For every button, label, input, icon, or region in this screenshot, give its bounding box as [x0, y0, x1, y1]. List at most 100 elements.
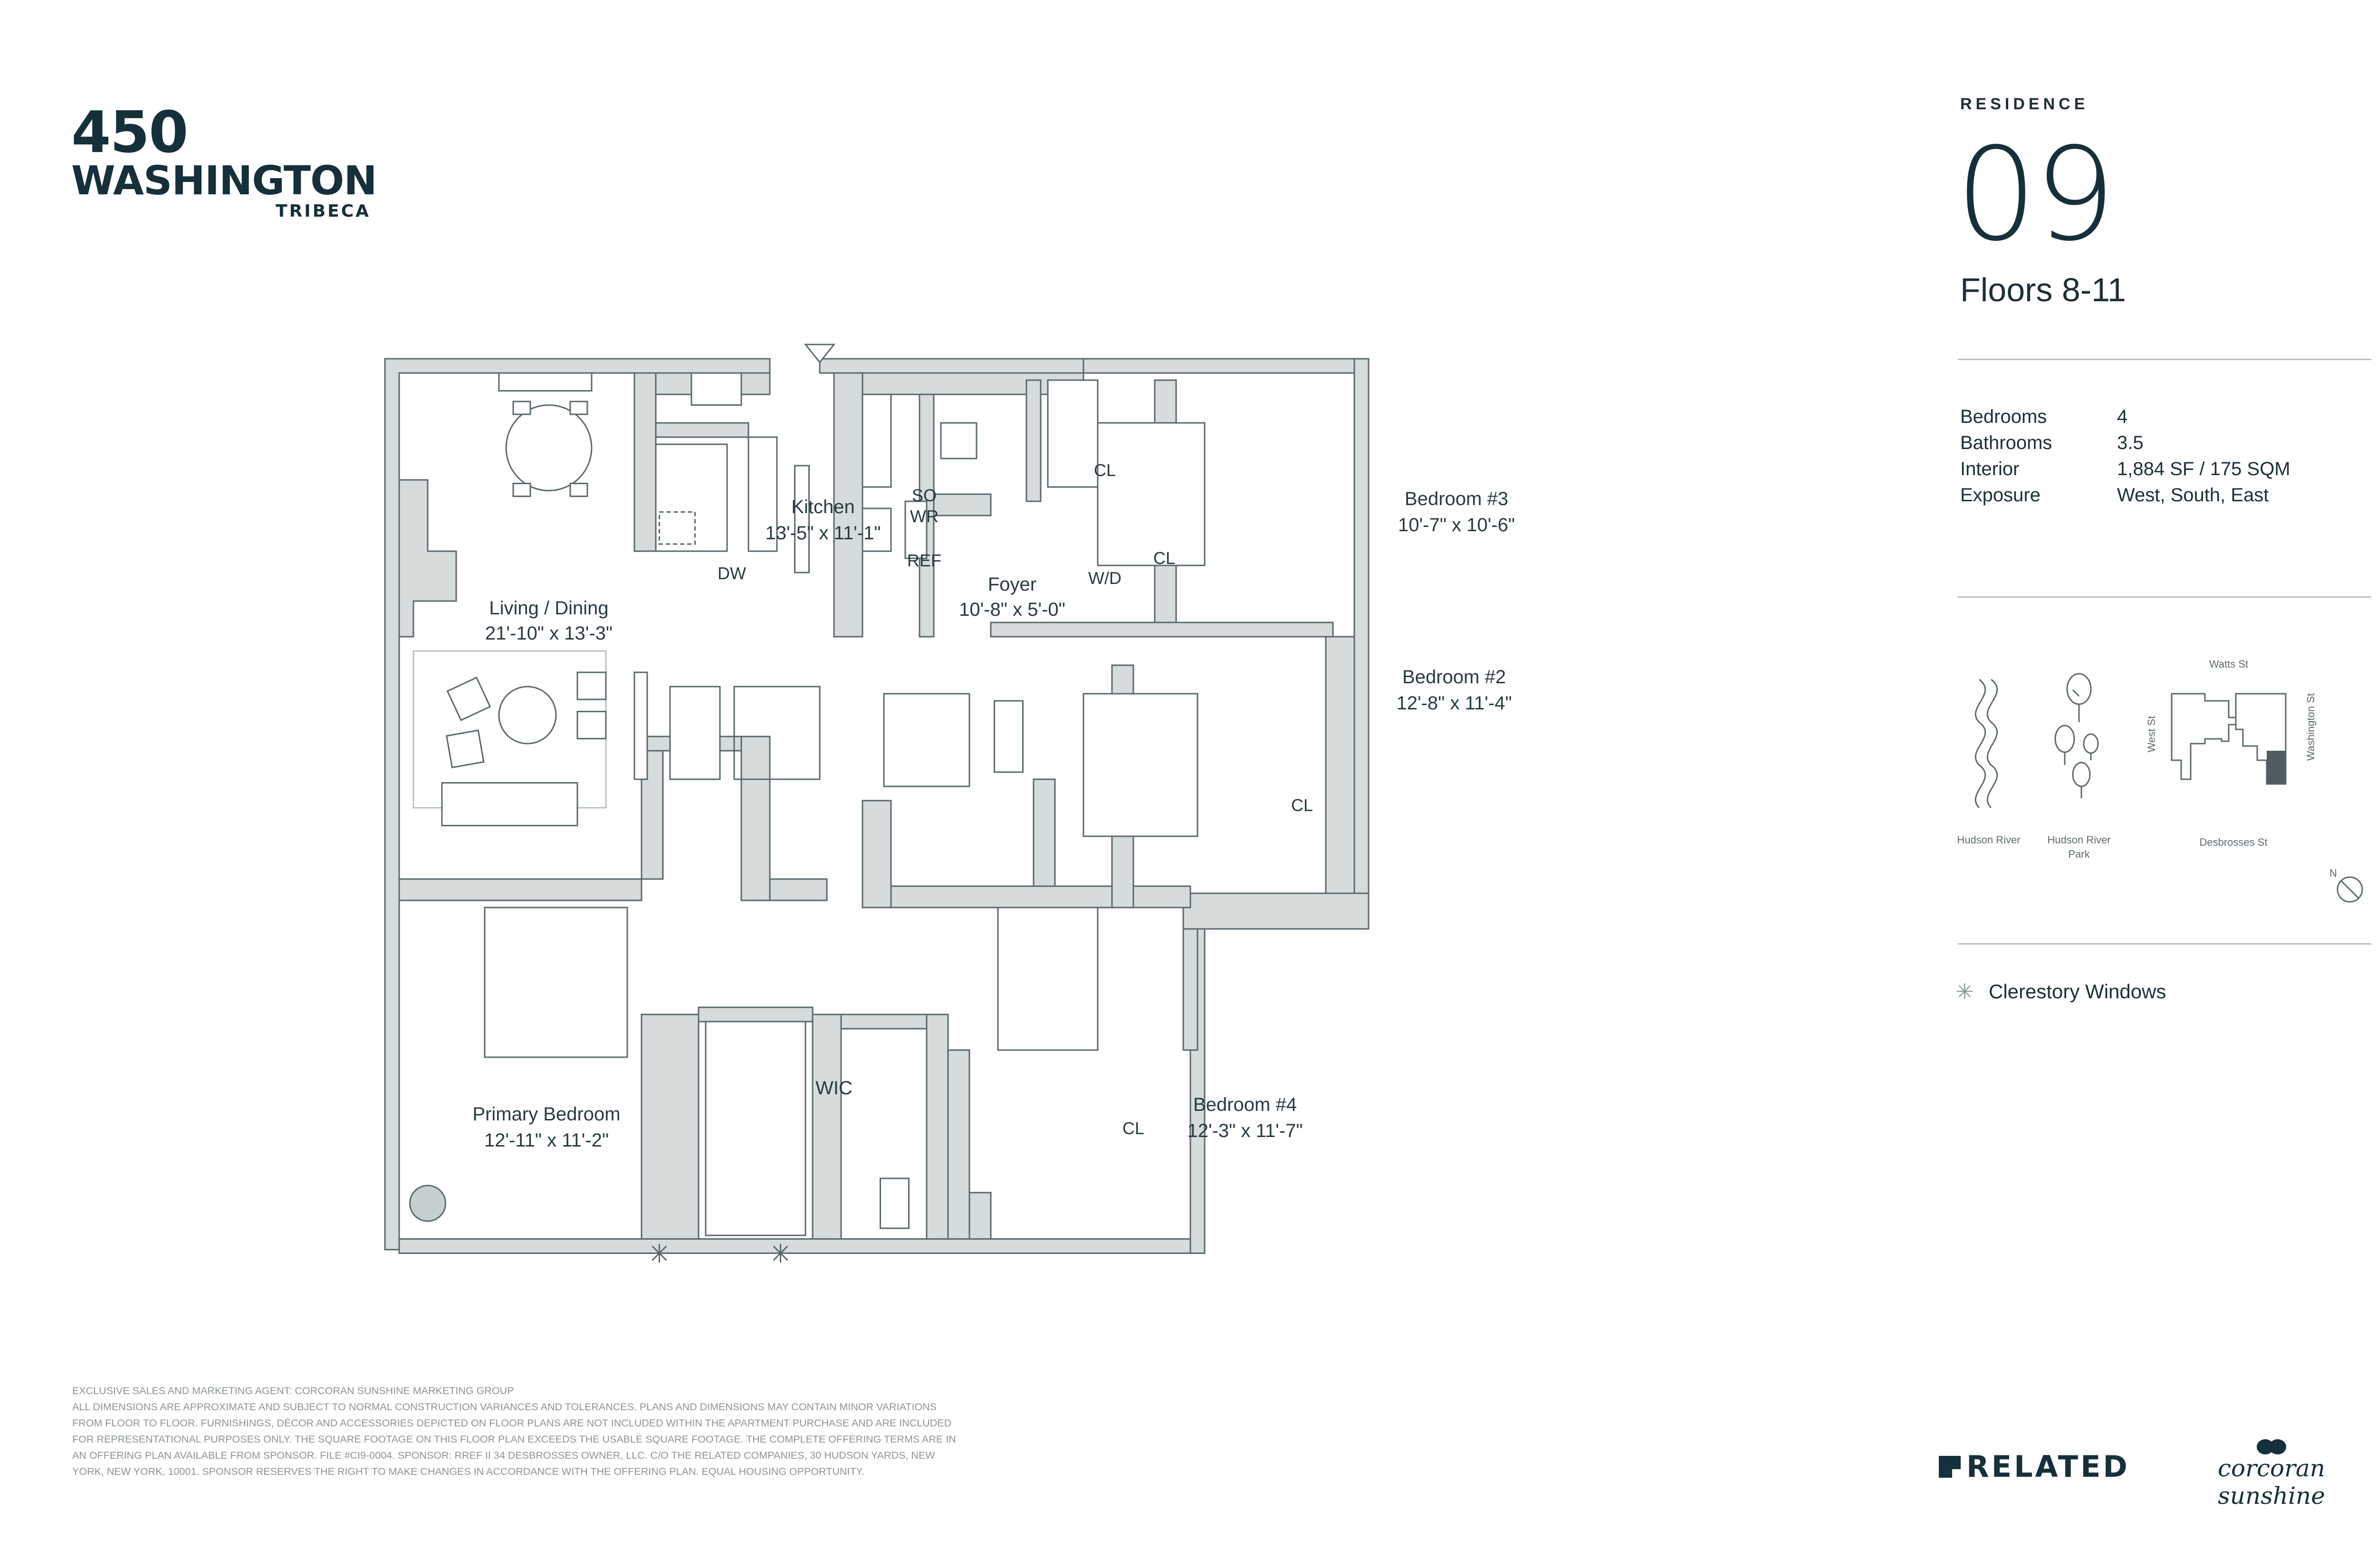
vanity-double — [669, 686, 721, 780]
interior-wall — [641, 1013, 699, 1240]
bathtub — [1047, 379, 1099, 488]
related-wordmark: RELATED — [1966, 1449, 2130, 1484]
spec-value: 3.5 — [2117, 432, 2144, 453]
coffee-table — [498, 686, 557, 745]
closet-label: CL — [1291, 795, 1313, 815]
map-label: West St — [2146, 716, 2157, 753]
room-dims: 10'-8" x 5'-0" — [959, 599, 1065, 620]
appliance-label: WR — [910, 507, 939, 526]
spec-key: Exposure — [1960, 485, 2041, 506]
disclaimer-line: York, New York, 10001. Sponsor reserves … — [72, 1466, 865, 1477]
clerestory-marker-icon — [773, 1244, 788, 1262]
room-dims: 12'-11" x 11'-2" — [484, 1130, 609, 1151]
legend-item: ✳ Clerestory Windows — [1955, 979, 2166, 1004]
exterior-wall — [1083, 358, 1370, 374]
appliance-label: W/D — [1088, 568, 1121, 588]
hudson-river-wave — [1986, 679, 1998, 809]
sofa — [441, 782, 578, 826]
spec-value: West, South, East — [2117, 485, 2269, 506]
interior-wall — [926, 1013, 949, 1240]
divider — [1958, 359, 2371, 360]
cooktop — [690, 372, 742, 406]
shower — [733, 686, 821, 780]
exterior-wall — [398, 1238, 1191, 1254]
tree-icon — [2066, 673, 2092, 722]
spec-key: Bathrooms — [1960, 432, 2052, 453]
interior-wall — [1325, 636, 1355, 894]
closet — [994, 700, 1024, 773]
map-label: Hudson River — [2047, 834, 2110, 846]
wic-room — [705, 1021, 806, 1236]
side-table — [576, 711, 607, 739]
bed — [1083, 693, 1198, 837]
room-name: Bedroom #4 — [1193, 1094, 1297, 1115]
room-dims: 13'-5" x 11'-1" — [765, 523, 881, 544]
hudson-river-wave — [1974, 679, 1986, 809]
building-highlight — [2267, 751, 2286, 784]
room-name: Kitchen — [791, 497, 855, 517]
interior-wall — [1033, 778, 1056, 887]
room-name: Bedroom #2 — [1402, 667, 1506, 688]
closet-label: CL — [1122, 1119, 1145, 1138]
tree-icon — [2054, 725, 2075, 765]
disclaimer-line: All dimensions are approximate and subje… — [72, 1401, 937, 1413]
window-bench — [498, 372, 593, 392]
residence-number: 09 — [1955, 120, 2116, 269]
vanity — [940, 422, 977, 459]
room-name: Living / Dining — [489, 598, 609, 619]
related-mark-icon — [1939, 1455, 1961, 1478]
interior-wall — [990, 621, 1334, 638]
room-name: Primary Bedroom — [472, 1104, 621, 1125]
dishwasher — [659, 511, 696, 545]
interior-wall — [833, 372, 863, 638]
interior-wall — [698, 1006, 814, 1023]
interior-wall — [1182, 928, 1198, 1051]
room-name: WIC — [815, 1078, 853, 1099]
compass-icon — [2337, 876, 2363, 903]
related-logo: RELATED — [1939, 1449, 2130, 1484]
disclaimer: Exclusive sales and marketing agent: Cor… — [72, 1383, 1046, 1480]
bed — [484, 907, 628, 1058]
chair — [569, 483, 588, 497]
spec-row: Bathrooms 3.5 — [1960, 430, 2369, 456]
interior-wall — [1025, 379, 1042, 502]
appliance-label: REF — [907, 551, 941, 570]
interior-wall — [947, 1049, 970, 1240]
console — [633, 671, 648, 780]
block-outline — [2171, 693, 2237, 780]
shower — [883, 693, 970, 787]
corcoran-mark-icon — [2257, 1439, 2286, 1454]
room-name: Foyer — [987, 574, 1037, 595]
interior-wall — [862, 800, 892, 908]
chair — [512, 483, 531, 497]
armchair — [446, 677, 491, 721]
interior-wall — [398, 878, 642, 901]
foyer-bench — [794, 465, 810, 574]
chair — [569, 401, 588, 415]
logo-name: WASHINGTON — [71, 157, 377, 204]
spec-key: Interior — [1960, 459, 2020, 479]
interior-wall — [968, 1192, 992, 1240]
map-label: Park — [2068, 848, 2090, 860]
kitchen-island — [655, 443, 728, 552]
side-table — [576, 671, 607, 700]
logo-neighborhood: TRIBECA — [276, 201, 371, 221]
clerestory-marker-icon — [651, 1244, 667, 1262]
closet — [880, 1177, 910, 1229]
room-dims: 10'-7" x 10'-6" — [1398, 515, 1515, 535]
room-dims: 12'-8" x 11'-4" — [1396, 693, 1512, 714]
dining-table — [505, 404, 593, 491]
disclaimer-line: an offering plan available from sponsor.… — [72, 1450, 935, 1461]
exterior-wall — [1182, 892, 1370, 930]
divider — [1958, 596, 2371, 598]
tree-icon — [2083, 733, 2099, 760]
tree-icon — [2072, 762, 2091, 798]
spec-key: Bedrooms — [1960, 406, 2047, 427]
room-name: Bedroom #3 — [1405, 488, 1508, 509]
interior-wall — [812, 1013, 842, 1240]
room-dims: 21'-10" x 13'-3" — [485, 623, 613, 644]
exterior-wall — [819, 358, 1084, 374]
